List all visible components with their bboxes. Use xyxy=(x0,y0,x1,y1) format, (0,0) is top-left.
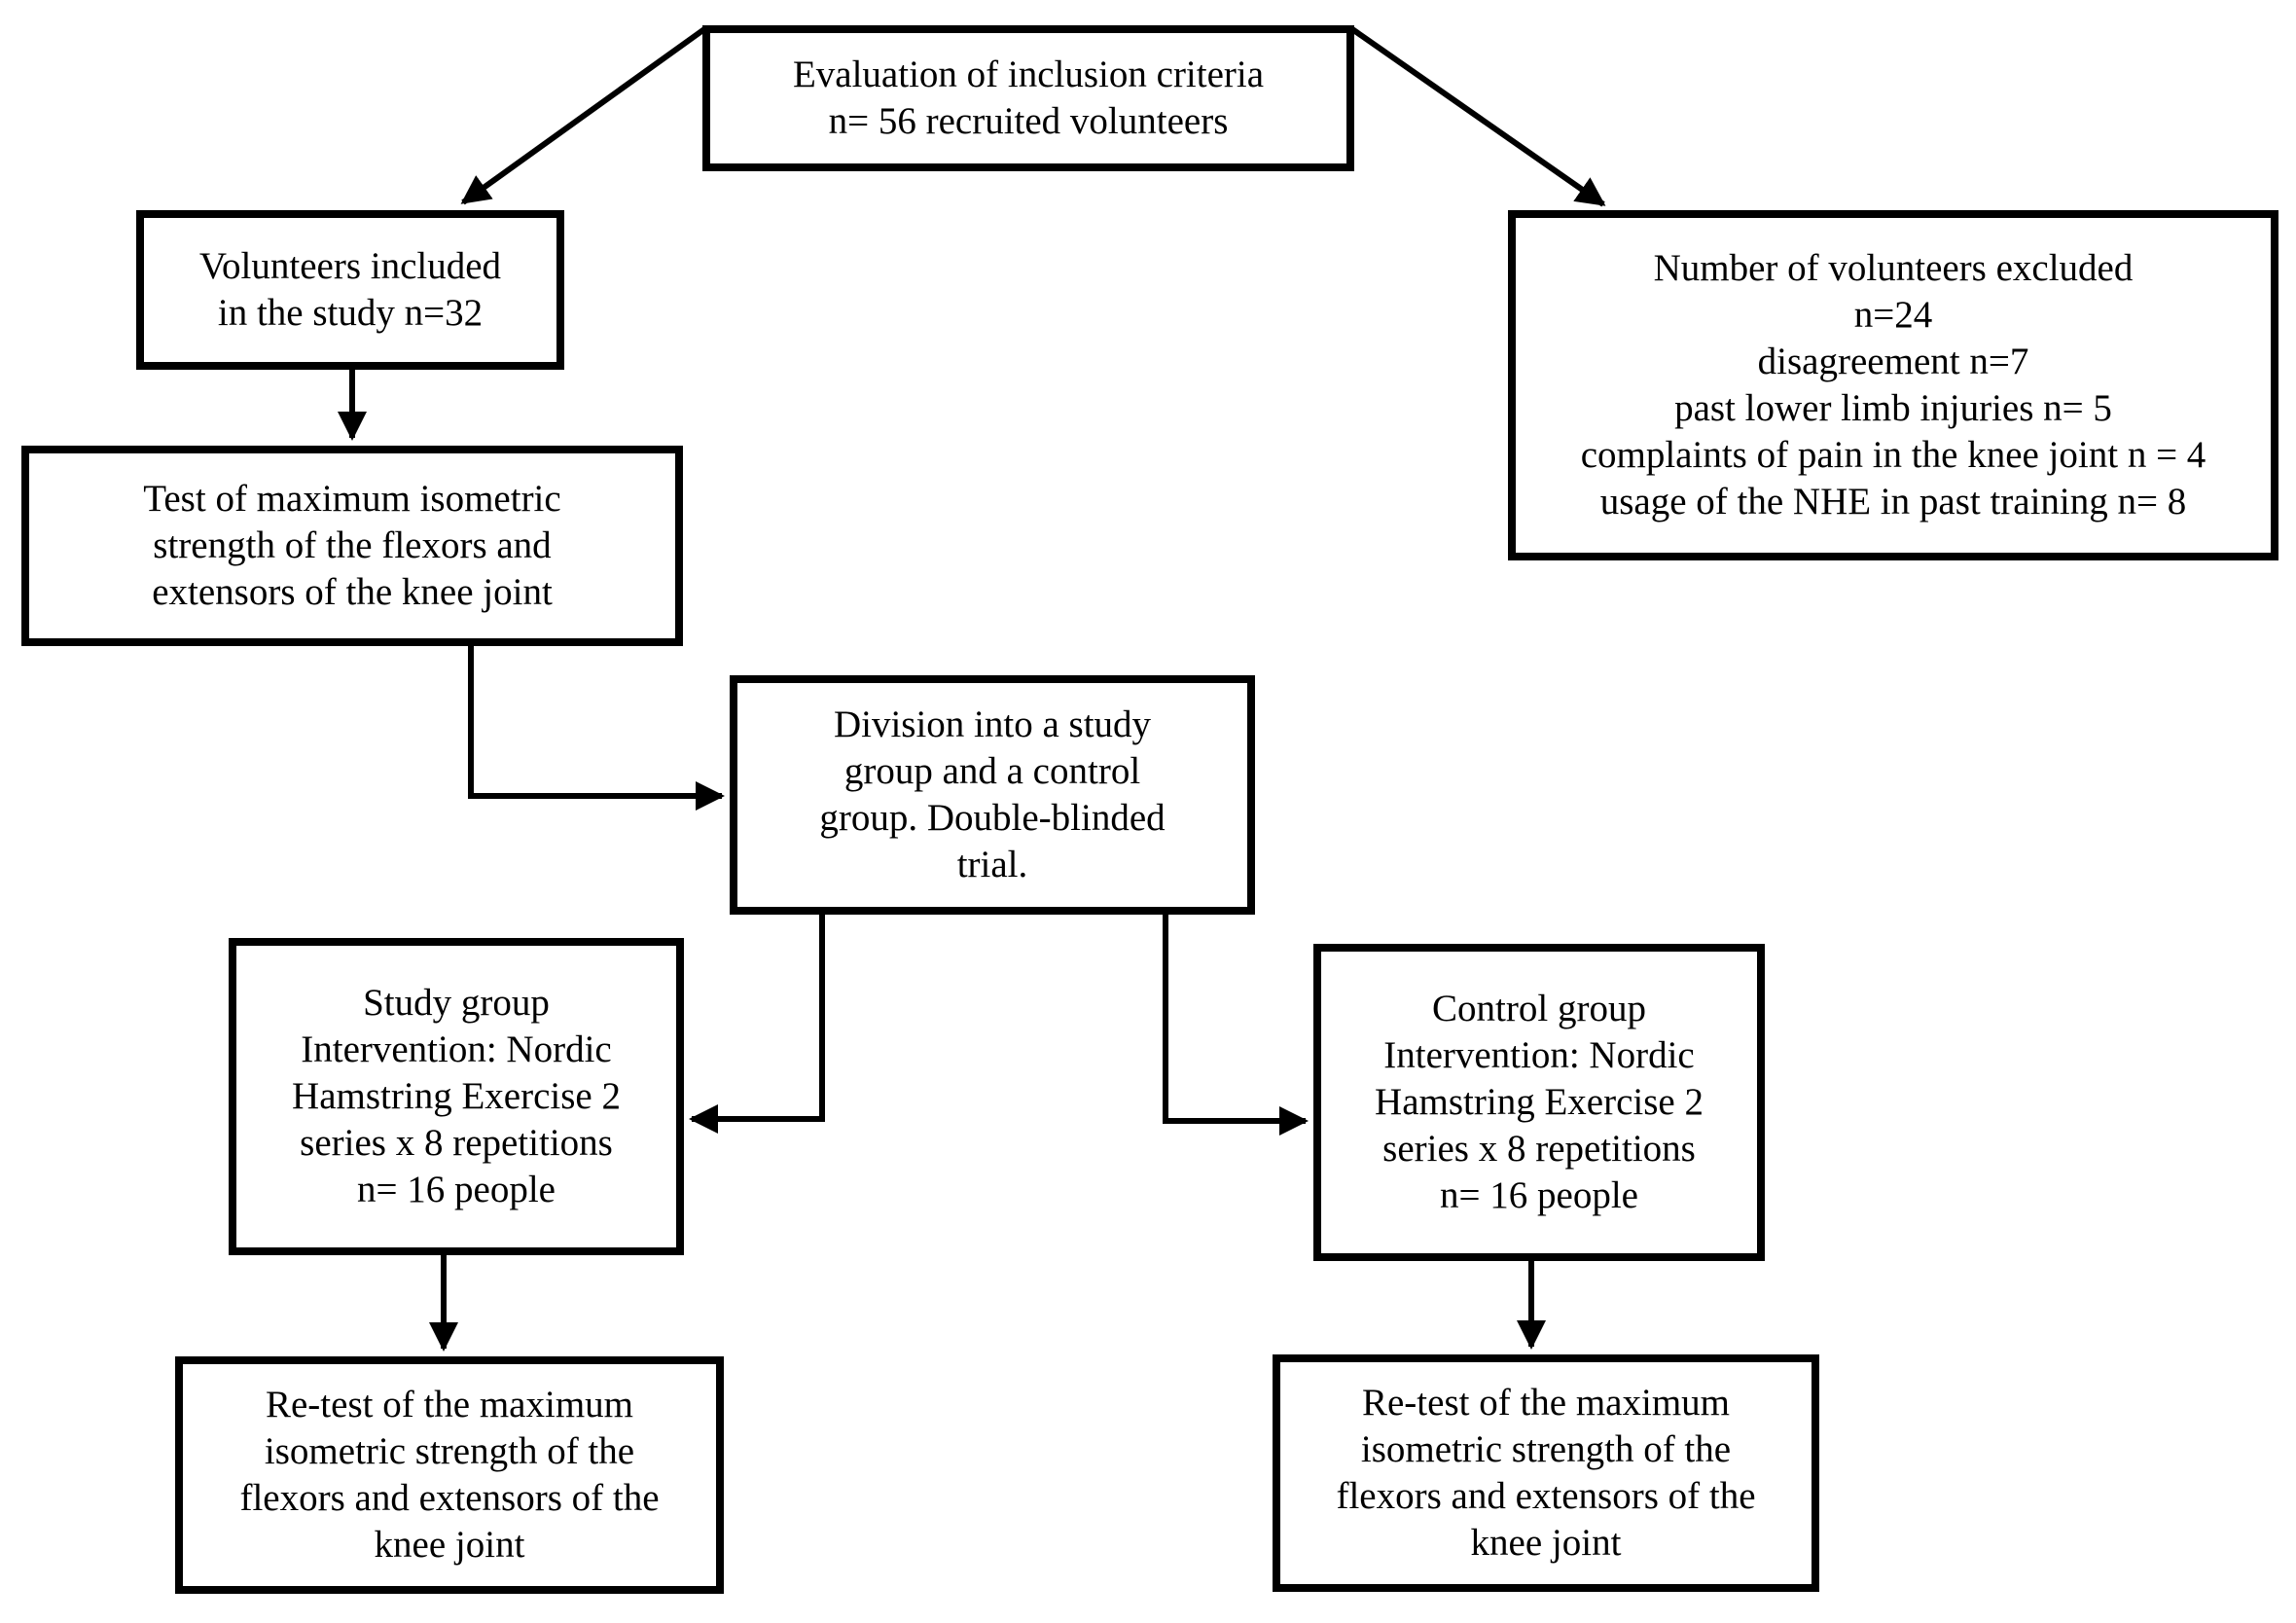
control-group-line: Intervention: Nordic xyxy=(1383,1034,1695,1076)
control-group-box: Control group Intervention: Nordic Hamst… xyxy=(1313,944,1765,1261)
arrow-division-to-control-group xyxy=(1163,915,1309,1136)
arrow-evaluation-to-excluded xyxy=(1350,26,1606,207)
excluded-reason-nhe-usage: usage of the NHE in past training n= 8 xyxy=(1599,481,2187,523)
study-group-line: series x 8 repetitions xyxy=(300,1122,613,1164)
division-line: group and a control xyxy=(843,750,1141,792)
evaluation-box: Evaluation of inclusion criteria n= 56 r… xyxy=(702,25,1354,171)
study-group-title: Study group xyxy=(363,982,550,1024)
study-group-line: Hamstring Exercise 2 xyxy=(292,1075,621,1117)
baseline-test-box: Test of maximum isometric strength of th… xyxy=(21,446,683,646)
control-group-count: n= 16 people xyxy=(1440,1174,1638,1216)
retest-control-line: Re-test of the maximum xyxy=(1361,1382,1730,1424)
division-line: Division into a study xyxy=(833,703,1152,745)
excluded-box: Number of volunteers excluded n=24 disag… xyxy=(1508,210,2278,560)
study-group-box: Study group Intervention: Nordic Hamstri… xyxy=(229,938,684,1255)
included-line: Volunteers included xyxy=(198,245,502,287)
retest-study-line: flexors and extensors of the xyxy=(239,1477,660,1519)
excluded-reason-knee-pain: complaints of pain in the knee joint n =… xyxy=(1580,434,2206,476)
excluded-title: Number of volunteers excluded xyxy=(1653,247,2134,289)
control-group-line: Hamstring Exercise 2 xyxy=(1375,1081,1704,1123)
baseline-test-line: strength of the flexors and xyxy=(153,524,552,566)
baseline-test-line: Test of maximum isometric xyxy=(143,478,561,520)
retest-control-line: isometric strength of the xyxy=(1360,1428,1732,1470)
retest-study-line: Re-test of the maximum xyxy=(265,1384,633,1425)
evaluation-line: Evaluation of inclusion criteria xyxy=(792,54,1265,95)
retest-study-line: isometric strength of the xyxy=(264,1430,635,1472)
included-count: in the study n=32 xyxy=(217,292,484,334)
arrow-evaluation-to-included xyxy=(460,26,706,205)
arrow-test-to-division xyxy=(468,646,725,811)
retest-control-box: Re-test of the maximum isometric strengt… xyxy=(1273,1354,1819,1592)
evaluation-count: n= 56 recruited volunteers xyxy=(828,100,1229,142)
retest-study-box: Re-test of the maximum isometric strengt… xyxy=(175,1356,724,1594)
study-group-count: n= 16 people xyxy=(357,1169,556,1210)
control-group-line: series x 8 repetitions xyxy=(1382,1128,1696,1170)
baseline-test-line: extensors of the knee joint xyxy=(152,571,553,613)
division-box: Division into a study group and a contro… xyxy=(730,675,1255,915)
retest-control-line: knee joint xyxy=(1470,1522,1622,1564)
retest-study-line: knee joint xyxy=(374,1524,525,1566)
arrow-division-to-study-group xyxy=(689,915,825,1134)
study-group-line: Intervention: Nordic xyxy=(301,1028,612,1070)
excluded-reason-disagreement: disagreement n=7 xyxy=(1757,341,2029,382)
control-group-title: Control group xyxy=(1432,988,1646,1029)
division-line: trial. xyxy=(956,844,1028,885)
included-box: Volunteers included in the study n=32 xyxy=(136,210,564,370)
retest-control-line: flexors and extensors of the xyxy=(1336,1475,1756,1517)
division-line: group. Double-blinded xyxy=(819,797,1166,839)
excluded-total: n=24 xyxy=(1853,294,1933,336)
excluded-reason-injuries: past lower limb injuries n= 5 xyxy=(1674,387,2112,429)
